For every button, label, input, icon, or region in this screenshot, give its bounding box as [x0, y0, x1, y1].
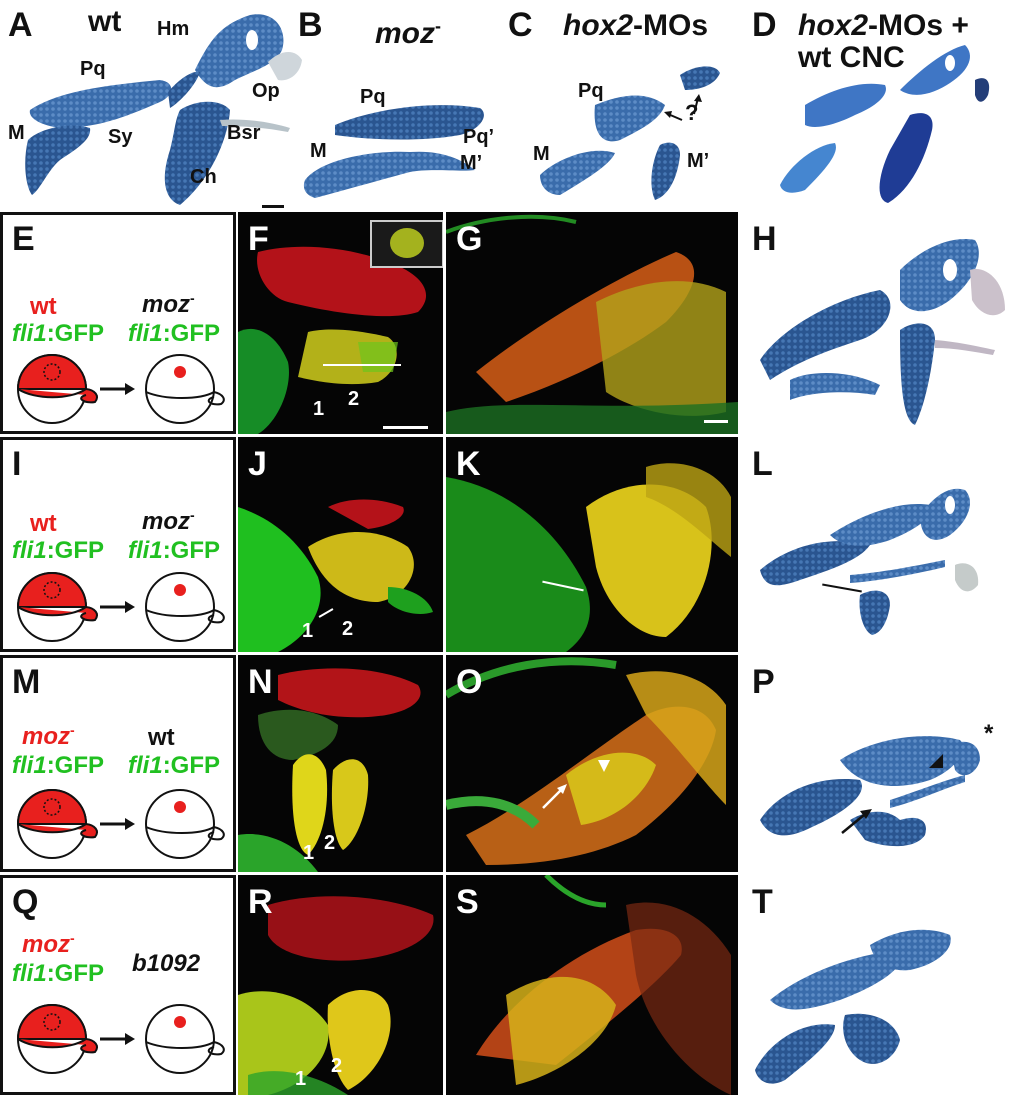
scale-bar-a	[262, 205, 284, 208]
donor-genotype-q: moz-	[22, 930, 75, 958]
panel-label-n: N	[248, 663, 273, 701]
cartilage-drawing-b	[303, 105, 484, 198]
title-wt-cnc-d: wt CNC	[798, 41, 905, 74]
image-j	[238, 437, 443, 652]
host-genotype-q: b1092	[132, 950, 201, 977]
title-wt-a: wt	[88, 5, 122, 38]
arch-2-f: 2	[348, 388, 360, 410]
panel-label-c: C	[508, 6, 533, 44]
panel-label-f: F	[248, 220, 269, 258]
transplant-schematic-i	[16, 572, 225, 642]
cartilage-drawing-p	[760, 736, 980, 847]
arrow-o	[542, 784, 567, 809]
cartilage-drawing-c	[540, 66, 720, 200]
image-g	[446, 212, 738, 434]
host-transgene-i: fli1:GFP	[128, 537, 221, 564]
panel-label-q: Q	[12, 883, 39, 921]
label-m-c: M	[533, 143, 550, 165]
panel-label-k: K	[456, 445, 481, 483]
arch-1-j: 1	[302, 620, 314, 642]
transplant-schematic-m	[16, 789, 225, 859]
donor-genotype-i: wt	[30, 510, 57, 537]
label-ch: Ch	[190, 166, 217, 188]
asterisk-p: *	[984, 720, 994, 747]
arrowhead-p	[929, 754, 943, 768]
image-n	[238, 655, 443, 872]
arch-1-r: 1	[295, 1068, 307, 1090]
donor-transgene-m: fli1:GFP	[12, 752, 105, 779]
panel-label-b: B	[298, 6, 323, 44]
arrowhead-o	[598, 760, 610, 772]
panel-label-r: R	[248, 883, 273, 921]
transplant-schematic-q	[16, 1004, 225, 1074]
label-pq-b: Pq	[360, 86, 386, 108]
label-op: Op	[252, 80, 280, 102]
label-m-b: M	[310, 140, 327, 162]
label-pq-a: Pq	[80, 58, 106, 80]
panel-label-t: T	[752, 883, 773, 921]
host-transgene-e: fli1:GFP	[128, 320, 221, 347]
donor-genotype-m: moz-	[22, 722, 75, 750]
label-pq-prime-b: Pq’	[463, 126, 495, 148]
image-s	[446, 875, 738, 1095]
host-genotype-m: wt	[148, 724, 175, 751]
cartilage-drawing-l	[760, 488, 979, 635]
transplant-schematic-e	[16, 354, 225, 424]
host-transgene-m: fli1:GFP	[128, 752, 221, 779]
image-r	[238, 875, 443, 1095]
panel-label-l: L	[752, 445, 773, 483]
panel-label-s: S	[456, 883, 479, 921]
arch-1-f: 1	[313, 398, 325, 420]
panel-label-i: I	[12, 445, 22, 483]
image-f	[238, 212, 443, 434]
label-sy: Sy	[108, 126, 133, 148]
image-o	[446, 655, 738, 872]
panel-label-d: D	[752, 6, 777, 44]
cartilage-drawing-t	[755, 929, 951, 1084]
panel-label-o: O	[456, 663, 483, 701]
donor-transgene-q: fli1:GFP	[12, 960, 105, 987]
donor-transgene-e: fli1:GFP	[12, 320, 105, 347]
title-hox2-mos-c: hox2-MOs	[563, 9, 709, 42]
panel-label-p: P	[752, 663, 775, 701]
inset-f	[370, 220, 443, 268]
arch-2-n: 2	[324, 832, 336, 854]
panel-label-g: G	[456, 220, 483, 258]
donor-transgene-i: fli1:GFP	[12, 537, 105, 564]
label-m-prime-c: M’	[687, 150, 710, 172]
label-hm: Hm	[157, 18, 190, 40]
arrows-c	[664, 94, 702, 121]
cartilage-drawing-d	[780, 45, 990, 203]
scale-bar-g	[704, 420, 728, 423]
panel-label-e: E	[12, 220, 35, 258]
title-hox2-mos-plus-d: hox2-MOs +	[798, 9, 969, 42]
host-genotype-i: moz-	[142, 507, 195, 535]
arch-1-n: 1	[303, 842, 315, 864]
host-genotype-e: moz-	[142, 290, 195, 318]
label-pq-c: Pq	[578, 80, 604, 102]
panel-label-j: J	[248, 445, 267, 483]
arrow-p	[841, 809, 872, 834]
scale-bar-f	[383, 426, 428, 429]
cartilage-drawing-a	[25, 14, 302, 205]
image-k	[446, 437, 738, 652]
panel-label-a: A	[8, 6, 33, 44]
panel-label-h: H	[752, 220, 777, 258]
panel-label-m: M	[12, 663, 41, 701]
label-m-a: M	[8, 122, 25, 144]
label-m-prime-b: M’	[460, 152, 483, 174]
donor-genotype-e: wt	[30, 293, 57, 320]
title-moz-b: moz-	[375, 16, 441, 50]
arch-2-r: 2	[331, 1055, 343, 1077]
line-f	[323, 364, 401, 366]
label-bsr: Bsr	[227, 122, 261, 144]
arch-2-j: 2	[342, 618, 354, 640]
cartilage-drawing-h	[760, 239, 1005, 425]
